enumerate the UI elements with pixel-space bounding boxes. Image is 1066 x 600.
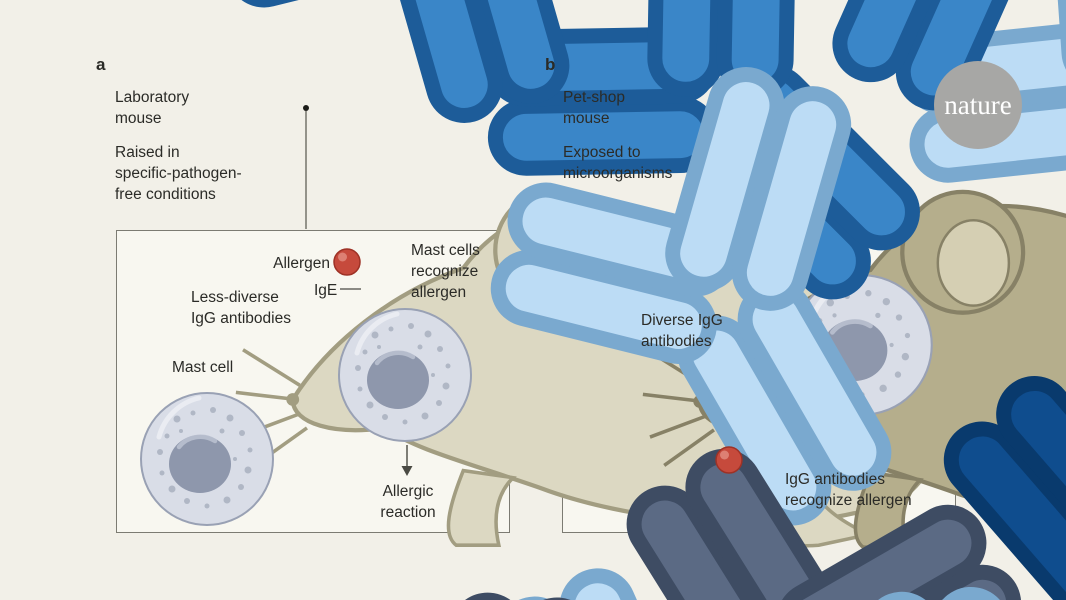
ige-label: IgE bbox=[314, 282, 338, 299]
nature-logo-text: nature bbox=[944, 89, 1012, 120]
nature-logo: nature bbox=[934, 61, 1022, 149]
pointer-dot-b bbox=[745, 109, 751, 115]
less-diverse-igg-label: Less-diverse IgG antibodies bbox=[191, 289, 291, 328]
allergen-label: Allergen bbox=[273, 255, 330, 272]
diverse-igg-label: Diverse IgG antibodies bbox=[641, 312, 723, 351]
igg-antibody-icon bbox=[368, 531, 914, 600]
panel-b-title: Pet-shop mouse bbox=[563, 89, 626, 128]
panel-b-subtitle: Exposed to microorganisms bbox=[563, 144, 673, 183]
panel-a-subtitle: Raised in specific-pathogen- free condit… bbox=[115, 144, 242, 204]
mast-cell-label: Mast cell bbox=[172, 359, 234, 376]
pointer-dot-a bbox=[303, 105, 309, 111]
ige-antibody-icon bbox=[203, 537, 798, 600]
igg-antibody-icon bbox=[862, 593, 1066, 600]
mast-cells-recognize-label: Mast cells recognize allergen bbox=[411, 242, 480, 302]
panel-b-label: b bbox=[545, 55, 556, 74]
igg-recognize-label: IgG antibodies recognize allergen bbox=[785, 471, 912, 510]
igg-antibody-icon bbox=[682, 594, 1066, 600]
panel-a-label: a bbox=[96, 55, 106, 74]
igg-antibody-icon bbox=[1028, 569, 1066, 600]
igg-antibody-icon bbox=[645, 531, 1066, 600]
allergic-reaction-label: Allergic reaction bbox=[380, 483, 436, 522]
panel-a-title: Laboratory mouse bbox=[115, 89, 190, 128]
igg-antibody-icon bbox=[0, 394, 25, 600]
